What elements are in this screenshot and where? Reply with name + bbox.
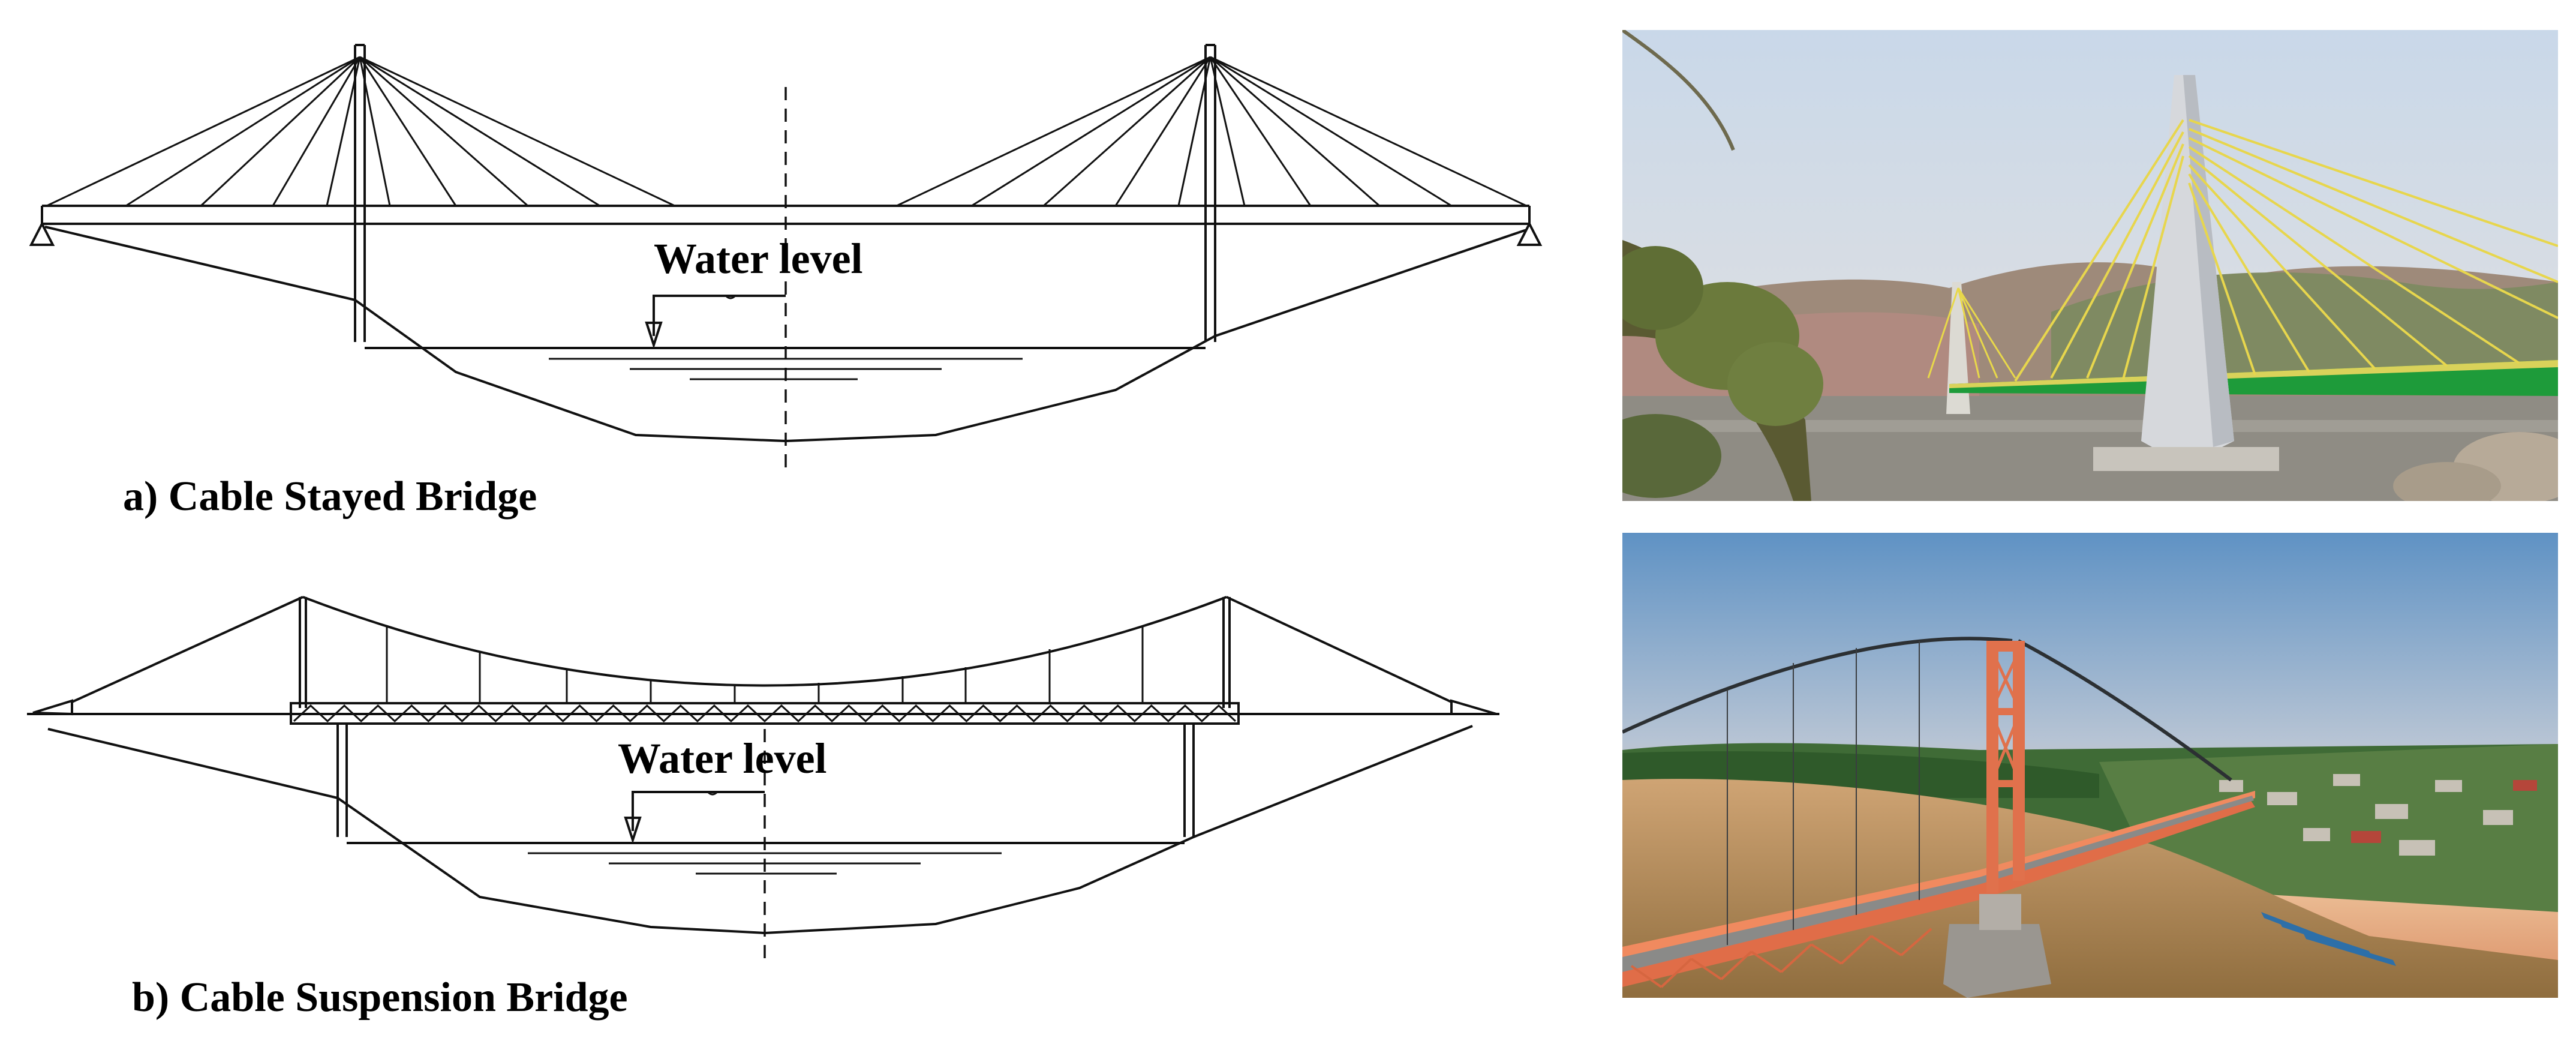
cs-water-level-marker bbox=[645, 295, 786, 349]
cable-stayed-bridge-photo bbox=[1622, 30, 2558, 501]
sb-left-tower bbox=[299, 597, 348, 837]
cs-right-cables bbox=[896, 56, 1527, 207]
sb-main-cable bbox=[302, 596, 1227, 687]
cs-left-support bbox=[29, 221, 55, 246]
cs-left-tower bbox=[354, 44, 366, 342]
sb-right-tower bbox=[1183, 597, 1231, 837]
cs-right-support bbox=[1516, 221, 1543, 246]
cable-stayed-diagram: Water level a) Cable Stayed Bridge bbox=[29, 44, 1543, 520]
sb-water-level-label: Water level bbox=[618, 734, 827, 782]
sb-right-anchor bbox=[1450, 699, 1497, 715]
cs-right-tower bbox=[1204, 44, 1216, 342]
cs-water-level-label: Water level bbox=[654, 235, 863, 283]
sb-water-level-marker bbox=[624, 791, 765, 844]
cs-caption: a) Cable Stayed Bridge bbox=[123, 473, 537, 520]
suspension-diagram: Water level b) Cable Suspension Bridge bbox=[27, 596, 1499, 1021]
cs-left-cables bbox=[46, 56, 675, 207]
sb-hangers bbox=[386, 626, 1144, 703]
suspension-bridge-photo bbox=[1622, 533, 2558, 998]
sb-right-backstay bbox=[1226, 596, 1452, 703]
sb-truss-deck bbox=[290, 702, 1240, 725]
sb-left-backstay bbox=[71, 596, 303, 703]
sb-left-anchor bbox=[32, 699, 73, 716]
sb-caption: b) Cable Suspension Bridge bbox=[132, 974, 628, 1021]
